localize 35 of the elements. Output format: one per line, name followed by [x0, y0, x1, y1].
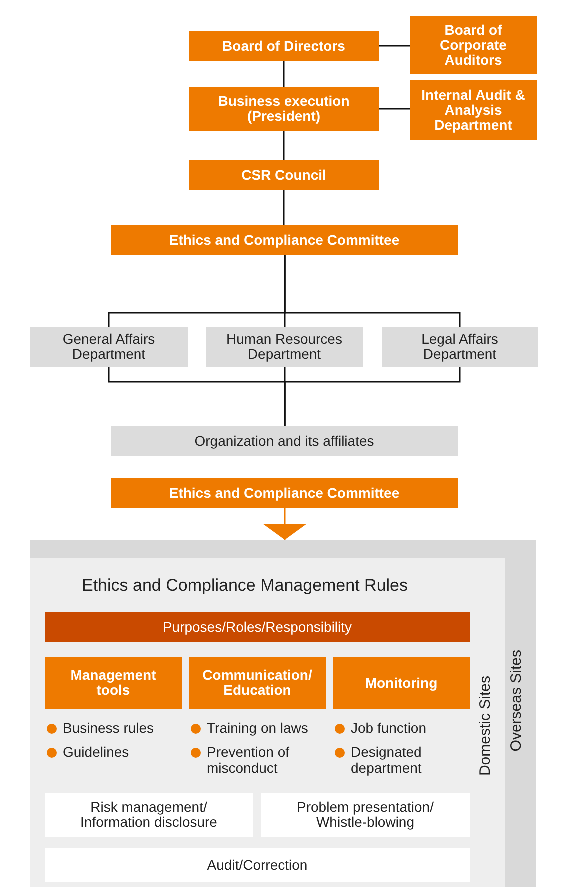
org-box: Ethics and Compliance Committee [111, 225, 458, 255]
org-box: Internal Audit & Analysis Department [410, 80, 537, 140]
org-box: Communication/ Education [189, 657, 326, 709]
connector-line [379, 108, 410, 110]
activity-box: Audit/Correction [45, 848, 470, 882]
org-box: Board of Directors [189, 31, 379, 61]
list-item: Designated department [351, 744, 423, 776]
list-item: Business rules [63, 720, 156, 736]
side-label: Overseas Sites [509, 650, 524, 752]
org-box: Business execution (President) [189, 87, 379, 131]
org-box: Ethics and Compliance Committee [111, 478, 458, 508]
connector-line [284, 367, 461, 426]
connector-line [379, 45, 410, 47]
activity-box: Problem presentation/ Whistle-blowing [261, 793, 470, 837]
department-box: Organization and its affiliates [111, 426, 458, 456]
department-box: General Affairs Department [30, 327, 188, 367]
arrow [263, 508, 307, 540]
list-item: Job function [351, 720, 428, 736]
org-box: Board of Corporate Auditors [410, 16, 537, 74]
department-box: Human Resources Department [206, 327, 363, 367]
list-item: Guidelines [63, 744, 130, 760]
department-box: Legal Affairs Department [382, 327, 538, 367]
org-box: Management tools [45, 657, 182, 709]
connector-line [283, 61, 285, 87]
panel-title: Ethics and Compliance Management Rules [82, 578, 408, 593]
org-box: CSR Council [189, 160, 379, 190]
activity-box: Risk management/ Information disclosure [45, 793, 253, 837]
connector-line [283, 190, 285, 225]
header-bar: Purposes/Roles/Responsibility [45, 612, 470, 642]
list-item: Training on laws [207, 720, 310, 736]
connector-line [283, 131, 285, 160]
list-item: Prevention of misconduct [207, 744, 290, 776]
connector-line [284, 255, 461, 327]
org-box: Monitoring [333, 657, 470, 709]
side-label: Domestic Sites [478, 676, 493, 776]
